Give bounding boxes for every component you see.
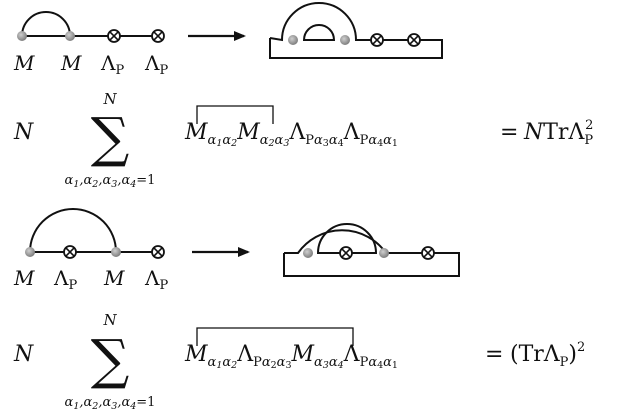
ribbon-inner-arc bbox=[302, 24, 336, 41]
sum-upper-limit: N bbox=[102, 90, 117, 108]
M-vertex-dot bbox=[17, 31, 27, 41]
diagram-1-right bbox=[269, 2, 443, 59]
M-vertex-dot bbox=[379, 248, 389, 258]
contraction-bracket bbox=[196, 105, 274, 124]
vertex-label: M bbox=[13, 51, 35, 75]
vertex-label: M bbox=[60, 51, 82, 75]
vertex-label: ΛP bbox=[53, 266, 77, 293]
otimes-vertex-icon bbox=[107, 29, 121, 43]
vertex-label: ΛP bbox=[144, 266, 168, 293]
sum-lower-limit: α1,α2,α3,α4=1 bbox=[65, 395, 156, 412]
M-vertex-dot bbox=[303, 248, 313, 258]
equation-2: N N ∑ α1,α2,α3,α4=1 Mα1α2ΛPα2α3Mα3α4ΛPα4… bbox=[13, 311, 585, 412]
otimes-vertex-icon bbox=[63, 245, 77, 259]
vertex-label: ΛP bbox=[100, 51, 124, 78]
summation-sign: ∑ bbox=[91, 328, 130, 391]
M-vertex-dot bbox=[65, 31, 75, 41]
summation-sign: ∑ bbox=[91, 106, 130, 169]
equals-sign: = bbox=[485, 342, 503, 367]
ribbon-outline bbox=[269, 2, 443, 59]
product-factors: Mα1α2Mα2α3ΛPα3α4ΛPα4α1 bbox=[184, 120, 398, 149]
rhs-expression: (TrΛP)2 bbox=[510, 340, 585, 370]
rhs-expression: NTrΛP2 bbox=[523, 118, 593, 148]
sum-upper-limit: N bbox=[102, 311, 117, 329]
sum-lower-limit: α1,α2,α3,α4=1 bbox=[65, 173, 156, 190]
M-vertex-dot bbox=[111, 247, 121, 257]
M-vertex-dot bbox=[288, 35, 298, 45]
equals-sign: = bbox=[500, 120, 518, 145]
product-factors: Mα1α2ΛPα2α3Mα3α4ΛPα4α1 bbox=[184, 342, 398, 371]
vertex-label: ΛP bbox=[144, 51, 168, 78]
otimes-vertex-icon bbox=[151, 245, 165, 259]
diagram-2-left: M ΛP M ΛP bbox=[13, 208, 168, 293]
otimes-vertex-icon bbox=[421, 246, 435, 260]
ribbon-inner-arc bbox=[316, 223, 378, 254]
diagram-1-left: M M ΛP ΛP bbox=[13, 11, 168, 78]
contraction-bracket bbox=[196, 327, 354, 346]
otimes-vertex-icon bbox=[339, 246, 353, 260]
otimes-vertex-icon bbox=[370, 33, 384, 47]
vertex-label: M bbox=[103, 266, 125, 290]
equation-1: N N ∑ α1,α2,α3,α4=1 Mα1α2Mα2α3ΛPα3α4ΛPα4… bbox=[13, 90, 593, 190]
vertex-label: M bbox=[13, 266, 35, 290]
contraction-arc bbox=[29, 208, 117, 253]
M-vertex-dot bbox=[25, 247, 35, 257]
diagram-2-right bbox=[283, 223, 460, 277]
contraction-arc bbox=[21, 11, 71, 37]
M-vertex-dot bbox=[340, 35, 350, 45]
otimes-vertex-icon bbox=[151, 29, 165, 43]
prefactor-N: N bbox=[13, 342, 34, 367]
otimes-vertex-icon bbox=[407, 33, 421, 47]
prefactor-N: N bbox=[13, 120, 34, 145]
